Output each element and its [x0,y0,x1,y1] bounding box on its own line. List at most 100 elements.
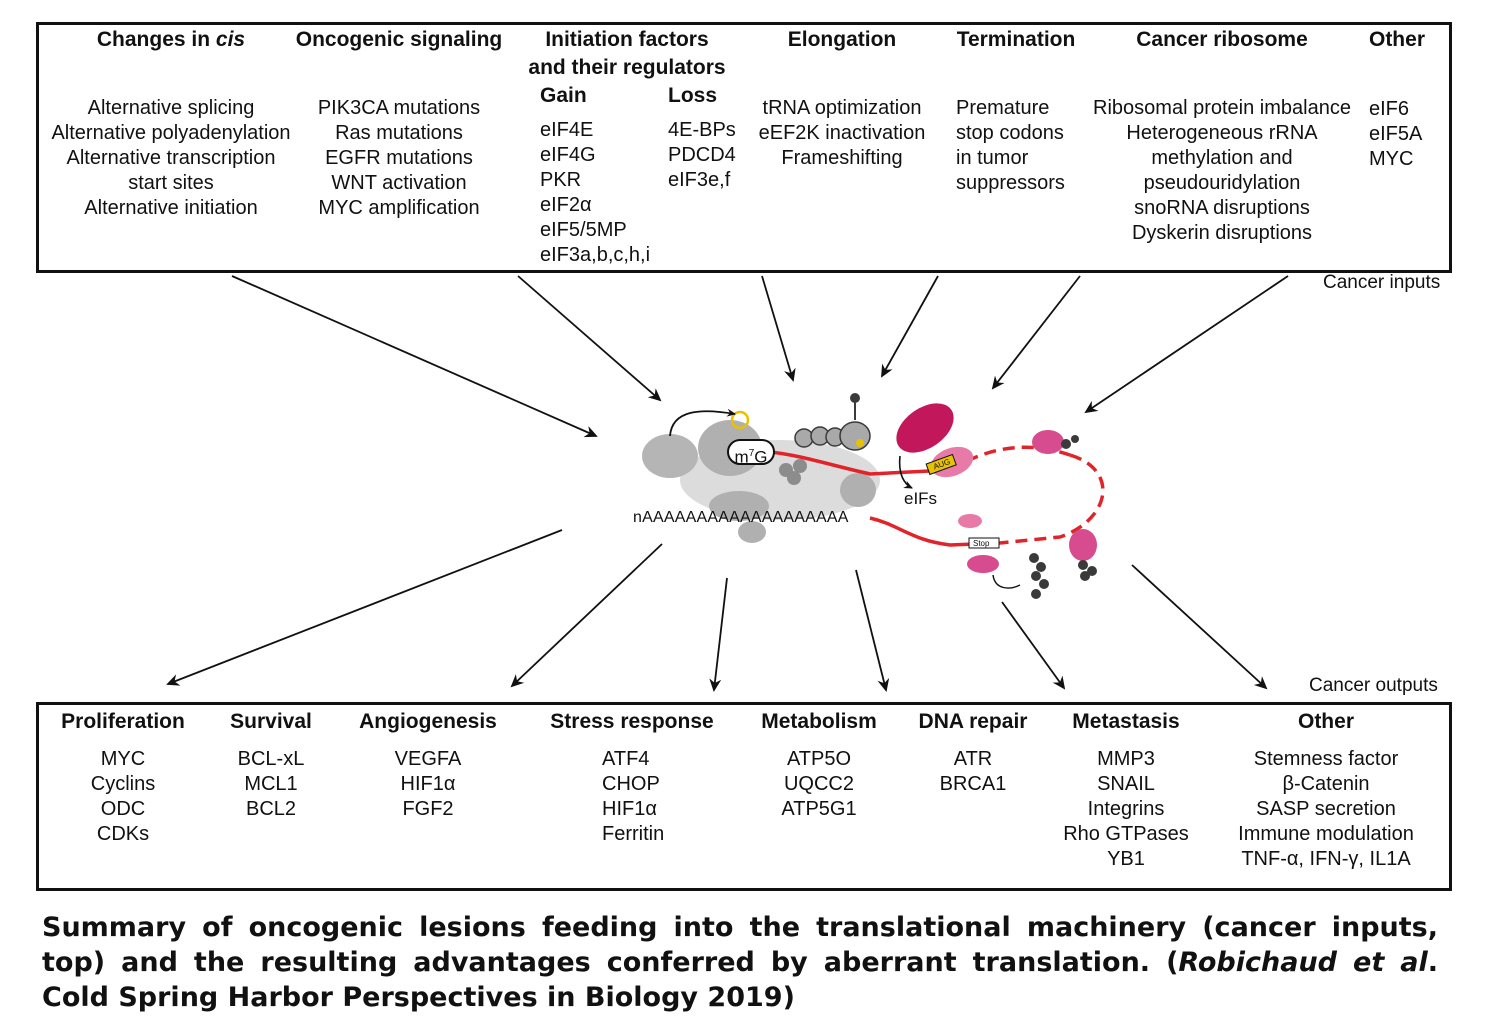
list-item: PDCD4 [668,144,736,166]
list-item: eIF5A [1369,123,1423,145]
list-item: Ribosomal protein imbalance [1093,97,1351,119]
list-item: 4E-BPs [668,119,736,141]
list-item: BCL2 [245,798,297,820]
output-arrow-stress [855,569,890,692]
list-item: Integrins [1087,798,1165,820]
list-item: ATR [953,748,993,770]
list-item: ATP5G1 [781,798,857,820]
list-item: methylation and [1151,147,1293,169]
termination-title: Termination [956,28,1076,51]
list-item: eIF3a,b,c,h,i [540,244,651,266]
metastasis-title: Metastasis [1072,710,1180,733]
list-item: eIF4G [540,144,596,166]
list-item: HIF1α [602,798,657,820]
list-item: ODC [100,798,146,820]
start-codon-tag: AUG [925,453,957,476]
survival-title: Survival [230,710,312,733]
list-item: MYC [100,748,146,770]
list-item: in tumor [956,147,1029,169]
list-item: ATP5O [786,748,852,770]
translation-machinery-diagram: AUG Stop [166,275,1289,692]
list-item: eIF5/5MP [540,219,627,241]
figure-caption: Summary of oncogenic lesions feeding int… [42,912,1438,1013]
initiation-factors-subtitle: and their regulators [528,56,726,79]
list-item: UQCC2 [783,773,854,795]
survival-column: Survival BCL-xL MCL1 BCL2 [214,708,328,822]
dna-repair-column: DNA repair ATR BRCA1 [906,708,1040,797]
polya-tail-label: nAAAAAAAAAAAAAAAAAAA [633,509,849,526]
other-inputs-column: Other [1362,26,1432,54]
list-item: start sites [128,172,214,194]
list-item: BRCA1 [939,773,1007,795]
cancer-inputs-label: Cancer inputs [1323,272,1441,293]
list-item: MCL1 [244,773,298,795]
termination-column: Termination [946,26,1086,54]
proliferation-column: Proliferation MYC Cyclins ODC CDKs [50,708,196,847]
list-item: MYC amplification [318,197,480,219]
list-item: WNT activation [331,172,467,194]
input-arrow-cis [231,275,598,438]
other-outputs-title: Other [1297,710,1354,733]
output-arrow-other [1131,564,1268,690]
list-item: Alternative transcription [66,147,276,169]
output-arrows [166,529,1268,692]
list-item: eIF6 [1369,98,1410,120]
list-item: Alternative initiation [84,197,258,219]
list-item: suppressors [956,172,1065,194]
list-item: eIF2α [540,194,592,216]
metastasis-column: Metastasis MMP3 SNAIL Integrins Rho GTPa… [1052,708,1200,872]
output-arrow-metastasis [1001,601,1066,690]
list-item: eEF2K inactivation [758,122,926,144]
elongation-title: Elongation [787,28,897,51]
stop-codon-label: Stop [973,539,990,548]
input-arrows [231,275,1289,438]
input-arrow-termination [991,275,1081,390]
nascent-peptides [1029,435,1097,599]
initiation-gain-column: Gain eIF4E eIF4G PKR eIF2α eIF5/5MP eIF3… [540,82,660,268]
list-item: Ras mutations [335,122,463,144]
stress-response-column: Stress response [536,708,728,736]
list-item: Heterogeneous rRNA [1126,122,1318,144]
eifs-label: eIFs [904,489,938,508]
scanning-arrow [669,408,736,437]
list-item: eIF3e,f [668,169,731,191]
cancer-outputs-label: Cancer outputs [1309,675,1438,696]
list-item: Alternative polyadenylation [51,122,291,144]
dna-repair-title: DNA repair [918,710,1028,733]
list-item: PIK3CA mutations [317,97,481,119]
list-item: SNAIL [1097,773,1155,795]
list-item: Dyskerin disruptions [1131,222,1313,244]
metabolism-column: Metabolism ATP5O UQCC2 ATP5G1 [752,708,886,822]
elongation-column: Elongation tRNA optimization eEF2K inact… [752,26,932,171]
gain-title: Gain [540,84,587,107]
list-item: Alternative splicing [87,97,255,119]
eifs-release-arrow [898,455,913,489]
list-item: HIF1α [400,773,456,795]
cancer-ribosome-title: Cancer ribosome [1136,28,1308,51]
termination-items: Premature stop codons in tumor suppresso… [956,96,1086,196]
list-item: YB1 [1107,848,1145,870]
list-item: BCL-xL [237,748,305,770]
list-item: CDKs [96,823,150,845]
list-item: MMP3 [1097,748,1155,770]
angiogenesis-title: Angiogenesis [359,710,497,733]
list-item: EGFR mutations [325,147,473,169]
output-arrow-proliferation [166,529,563,686]
list-item: snoRNA disruptions [1134,197,1310,219]
output-arrow-survival [510,543,663,688]
changes-in-cis-column: Changes in cis Alternative splicing Alte… [46,26,296,221]
initiation-factors-title: Initiation factors [545,28,709,51]
list-item: pseudouridylation [1143,172,1301,194]
list-item: β-Catenin [1282,773,1370,795]
list-item: CHOP [602,773,660,795]
list-item: FGF2 [402,798,454,820]
angiogenesis-column: Angiogenesis VEGFA HIF1α FGF2 [350,708,506,822]
input-arrow-elongation [881,275,939,378]
input-arrow-signaling [517,275,662,402]
cancer-ribosome-column: Cancer ribosome Ribosomal protein imbala… [1086,26,1358,246]
list-item: SASP secretion [1256,798,1396,820]
list-item: eIF4E [540,119,594,141]
proliferation-title: Proliferation [61,710,185,733]
changes-in-cis-title: Changes in cis [96,28,246,51]
m7g-cap: m7G [727,439,775,467]
